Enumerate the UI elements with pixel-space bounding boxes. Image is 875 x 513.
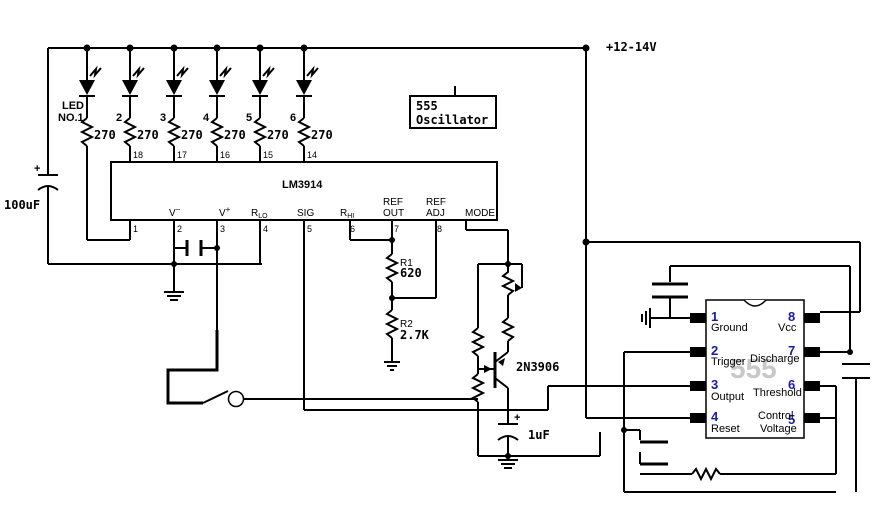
resistor-270-2: 270: [137, 128, 159, 142]
pin555-4-label: Reset: [711, 423, 740, 435]
resistor-270-3: 270: [181, 128, 203, 142]
oscillator-label-l1: 555: [416, 99, 438, 113]
pin555-2-num: 2: [711, 343, 718, 358]
svg-text:+: +: [34, 163, 40, 175]
pin-3: 3: [220, 224, 225, 234]
led-column-1: [79, 44, 102, 162]
transistor-2n3906: [478, 351, 509, 424]
lm3914-vplus: V+: [219, 205, 231, 219]
pin555-5-label-line2: Voltage: [760, 423, 797, 435]
pin-6: 6: [350, 224, 355, 234]
cap-1uf-label: 1uF: [528, 428, 550, 442]
pin-14: 14: [307, 150, 317, 160]
r2-name: R2: [400, 319, 413, 330]
pin-1: 1: [133, 224, 138, 234]
led-column-2: [122, 44, 145, 162]
pin555-3-label: Output: [711, 391, 744, 403]
pin555-8-num: 8: [788, 309, 795, 324]
r2-value: 2.7K: [400, 328, 430, 342]
lm3914-refadj-l2: ADJ: [426, 208, 445, 219]
led-column-6: [296, 44, 319, 162]
led-column-5: [252, 44, 275, 162]
lm3914-refout-l1: REF: [383, 197, 403, 208]
pin-16: 16: [220, 150, 230, 160]
lm3914-mode: MODE: [465, 208, 495, 219]
led-label-6: 6: [290, 112, 296, 124]
lm3914-chip: [110, 161, 498, 221]
pin555-1-num: 1: [711, 309, 718, 324]
lm3914-rlo: RLO: [251, 208, 268, 220]
pin555-8-label: Vcc: [778, 322, 797, 334]
pin-7: 7: [394, 224, 399, 234]
oscillator-label-l2: Oscillator: [416, 113, 488, 127]
pin555-6-label: Threshold: [753, 387, 802, 399]
led-label-4: 4: [203, 112, 210, 124]
led-column-3: [166, 44, 189, 162]
timer-555-chip: 555: [690, 299, 820, 439]
pin-8: 8: [437, 224, 442, 234]
pin-4: 4: [263, 224, 268, 234]
lm3914-sig: SIG: [297, 208, 314, 219]
supply-rail: [47, 44, 590, 418]
pin555-4-num: 4: [711, 409, 719, 424]
led-column-4: [209, 44, 232, 162]
pin555-7-label: Discharge: [750, 353, 800, 365]
cap-100uf-label: 100uF: [4, 198, 40, 212]
chip-555-watermark: 555: [730, 353, 777, 384]
pin-2: 2: [177, 224, 182, 234]
pin-18: 18: [133, 150, 143, 160]
led-label-5: 5: [246, 112, 252, 124]
lm3914-rhi: RHI: [340, 208, 354, 220]
resistor-270-5: 270: [267, 128, 289, 142]
pin555-2-label: Trigger: [711, 356, 746, 368]
pin-5: 5: [307, 224, 312, 234]
led-label-2: 2: [116, 112, 122, 124]
lm3914-name: LM3914: [282, 179, 323, 191]
resistor-270-6: 270: [311, 128, 333, 142]
pin555-5-label: Control: [758, 410, 793, 422]
led-label-1-line2: NO.1: [58, 112, 84, 124]
led-array: [79, 44, 319, 162]
pin-15: 15: [263, 150, 273, 160]
r1-name: R1: [400, 258, 413, 269]
r1-value: 620: [400, 266, 422, 280]
led-label-1-line1: LED: [62, 100, 84, 112]
svg-text:+: +: [514, 412, 520, 424]
lm3914-vminus: V−: [169, 205, 181, 219]
oscillator-box: [409, 95, 497, 129]
pin555-1-label: Ground: [711, 322, 748, 334]
supply-voltage-label: +12-14V: [606, 40, 657, 54]
pin555-5-num: 5: [788, 412, 795, 427]
pin-17: 17: [177, 150, 187, 160]
transistor-label: 2N3906: [516, 360, 559, 374]
pin555-7-num: 7: [788, 343, 795, 358]
lm3914-refout-l2: OUT: [383, 208, 404, 219]
resistor-270-4: 270: [224, 128, 246, 142]
capacitor-100uf: +: [34, 163, 59, 264]
resistor-270-1: 270: [94, 128, 116, 142]
pin555-3-num: 3: [711, 377, 718, 392]
lm3914-refadj-l1: REF: [426, 197, 446, 208]
pin555-6-num: 6: [788, 377, 795, 392]
led-label-3: 3: [160, 112, 166, 124]
